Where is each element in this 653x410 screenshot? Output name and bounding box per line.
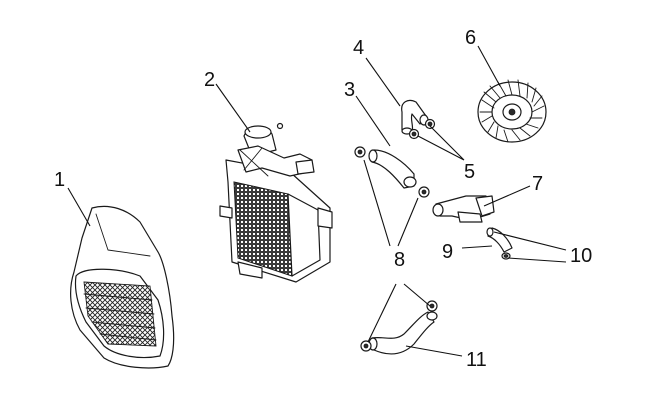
callout-labels: 1 2 3 4 5 6 7 8 9 10 11 — [54, 27, 592, 371]
radiator-hose — [354, 146, 430, 198]
radiator-grille-cover — [70, 205, 175, 369]
callout-9: 9 — [442, 241, 453, 263]
curved-hose — [401, 99, 429, 135]
callout-3: 3 — [344, 79, 355, 101]
callout-2: 2 — [204, 69, 215, 91]
radiator — [219, 122, 333, 283]
small-clamp — [501, 252, 511, 260]
hose-clamps-upper — [408, 118, 436, 140]
callout-5: 5 — [464, 161, 475, 183]
small-hose — [486, 227, 513, 253]
lower-hose — [360, 300, 438, 355]
callout-11: 11 — [466, 349, 487, 371]
callout-8: 8 — [394, 249, 405, 271]
callout-7: 7 — [532, 173, 543, 195]
callout-4: 4 — [353, 37, 364, 59]
callout-6: 6 — [465, 27, 476, 49]
cooling-fan — [477, 79, 547, 143]
callout-1: 1 — [54, 169, 65, 191]
callout-10: 10 — [570, 245, 592, 267]
leader-lines — [67, 45, 567, 357]
thermostat-housing — [432, 195, 495, 223]
